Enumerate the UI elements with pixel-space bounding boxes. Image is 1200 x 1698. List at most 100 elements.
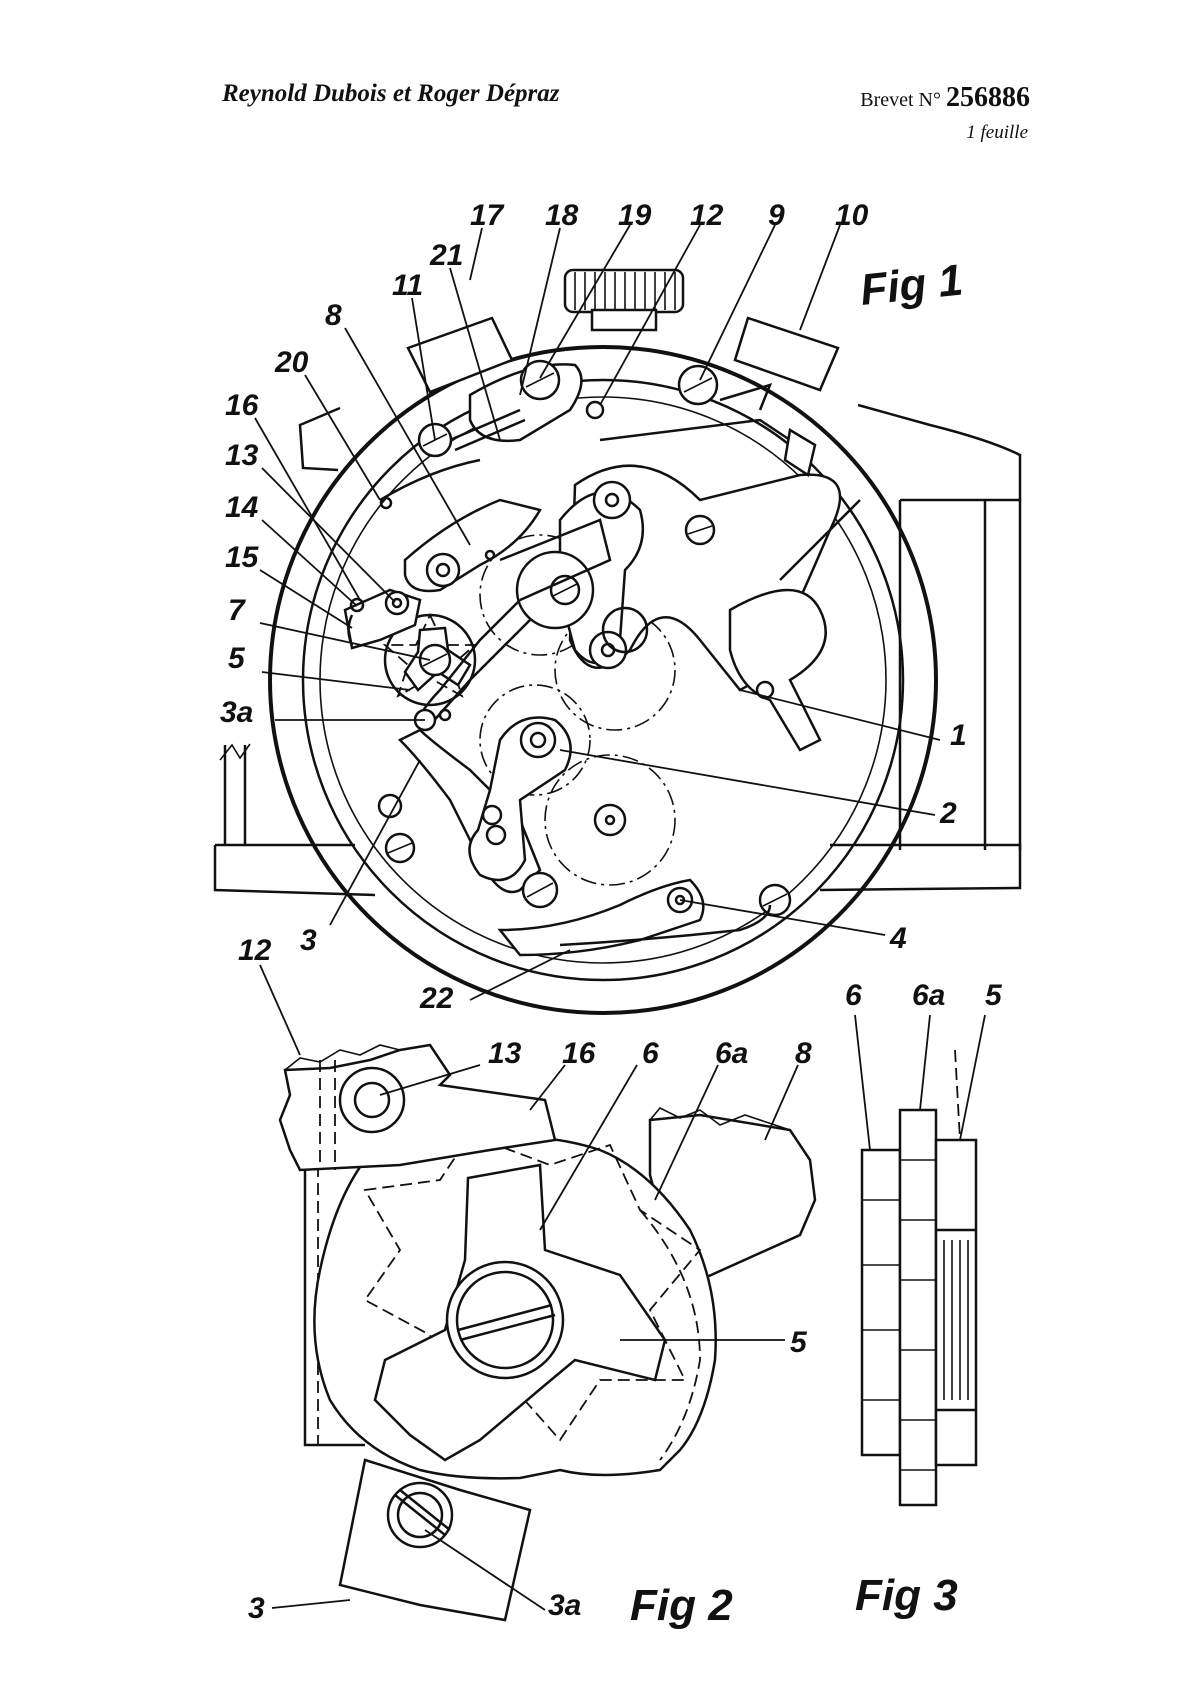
fig1-hammer-pivot (519, 721, 557, 759)
fig1-blocking-lever-1 (728, 588, 827, 752)
fig1-right-lug-upper (857, 403, 1022, 502)
fig2-label-5: 5 (790, 1326, 808, 1359)
fig1-leader-19 (539, 224, 631, 379)
fig2-enlarged-detail: 12 13 16 6 6a 8 5 3 3a Fig 2 (238, 934, 817, 1630)
fig1-spring-20-end (379, 496, 393, 510)
inventor-names: Reynold Dubois et Roger Dépraz (222, 80, 560, 107)
fig1-pitch-circle-d (544, 754, 676, 886)
fig1-label-13: 13 (225, 439, 259, 472)
fig1-pin-3a-small (438, 708, 452, 722)
fig1-leader-14 (261, 519, 358, 607)
fig1-lever-pivot-top-pin (604, 492, 620, 508)
fig1-central-bridge (499, 518, 612, 602)
fig1-label-10: 10 (835, 199, 869, 232)
fig1-case-inner-ring (301, 378, 905, 982)
fig2-label-6: 6 (642, 1037, 659, 1070)
fig1-label-20: 20 (274, 346, 309, 379)
fig1-right-strap-bar (898, 500, 1022, 850)
fig2-leader-6 (539, 1064, 638, 1231)
fig1-label-3: 3 (300, 924, 317, 957)
fig1-lower-wheel-center (593, 803, 627, 837)
fig1-label-15: 15 (225, 541, 260, 574)
fig1-label-14: 14 (225, 491, 259, 524)
fig2-lever-8-break (649, 1107, 791, 1131)
fig2-pin-3a-slot (394, 1489, 451, 1536)
fig2-plate-left-edge (303, 1165, 365, 1447)
fig1-crown-stem (590, 308, 658, 332)
fig1-leader-10 (799, 224, 841, 331)
fig1-pin-14 (349, 597, 365, 613)
fig2-jumper-break (284, 1044, 401, 1071)
fig3-part-6-segments (862, 1199, 900, 1401)
fig1-right-pusher (733, 316, 840, 392)
fig2-label-3a: 3a (548, 1589, 581, 1622)
fig1-top-spring (599, 418, 802, 471)
fig1-top-spring-tip (783, 427, 817, 478)
fig2-title: Fig 2 (630, 1581, 733, 1630)
fig3-part-6 (860, 1148, 902, 1457)
fig1-label-17: 17 (470, 199, 505, 232)
fig2-leader-6a (654, 1064, 719, 1201)
fig2-pin-3a-inner (396, 1491, 444, 1539)
fig1-label-1: 1 (950, 719, 967, 752)
fig1-leader-17 (469, 227, 483, 281)
fig2-leader-12 (259, 964, 301, 1056)
fig2-cam-hub (445, 1260, 565, 1380)
fig1-spring-10 (719, 383, 773, 411)
fig1-spring-21 (449, 408, 526, 452)
fig1-center-screw-slot (552, 583, 578, 597)
fig1-leader-9 (699, 224, 776, 381)
fig1-hammer-pivot-pin (529, 731, 547, 749)
fig1-leader-2 (559, 749, 936, 816)
fig2-label-8: 8 (795, 1037, 812, 1070)
fig2-jumper-screw-13 (338, 1066, 406, 1134)
fig1-label-18: 18 (545, 199, 579, 232)
fig1-screw-right-lower-slot (762, 893, 788, 907)
fig1-pin-8 (484, 549, 496, 561)
fig1-leader-7 (259, 622, 431, 661)
fig1-lower-wheel-pin (604, 814, 616, 826)
fig1-crown-knurling (574, 272, 676, 310)
fig1-label-5: 5 (228, 642, 246, 675)
fig1-leader-5 (261, 671, 411, 691)
fig3-leader-5 (959, 1014, 986, 1141)
fig3-leader-6a (919, 1014, 931, 1111)
fig1-spring-22 (559, 904, 772, 947)
fig1-screw-9-slot (683, 377, 713, 393)
fig2-leader-16 (529, 1064, 566, 1111)
fig1-screw-8 (425, 552, 461, 588)
fig1-leader-1 (739, 689, 941, 741)
fig1-label-12: 12 (690, 199, 724, 232)
fig3-side-section: 6 6a 5 Fig 3 (845, 979, 1003, 1620)
fig1-watch-drawing: 17 18 19 12 9 10 21 11 8 20 16 13 14 15 … (213, 199, 1022, 1015)
fig3-part-6a-segments (900, 1159, 936, 1471)
fig3-part-5-bands (936, 1228, 976, 1412)
fig1-label-22: 22 (419, 982, 454, 1015)
fig1-leader-13 (261, 467, 396, 603)
fig2-hidden-star-outline (363, 1133, 702, 1442)
fig2-jumper-screw-13-inner (353, 1081, 391, 1119)
fig1-leader-4 (679, 899, 886, 936)
fig1-hammer-hole-b (485, 824, 507, 846)
fig1-screw-8-center (435, 562, 451, 578)
patent-number-line: Brevet N° 256886 (860, 82, 1030, 114)
fig1-jumper-screw-13-center (391, 597, 403, 609)
fig3-label-5: 5 (985, 979, 1003, 1012)
fig1-label-11: 11 (392, 269, 423, 302)
fig1-leader-8 (344, 327, 471, 546)
fig1-lever-pivot-top (592, 480, 632, 520)
fig1-right-lower-lug (819, 843, 1022, 892)
fig2-screw-slot (457, 1303, 556, 1342)
fig1-leader-12 (599, 224, 701, 406)
fig1-left-lower-lug (213, 843, 376, 897)
fig1-label-4: 4 (889, 922, 907, 955)
fig2-leader-3 (271, 1599, 351, 1609)
patent-number: 256886 (946, 82, 1030, 113)
fig3-part-5 (934, 1138, 978, 1467)
fig1-label-21: 21 (429, 239, 463, 272)
fig1-intermediate-wheel (601, 606, 649, 654)
fig1-screw-left-lower (377, 793, 403, 819)
fig2-label-6a: 6a (715, 1037, 748, 1070)
